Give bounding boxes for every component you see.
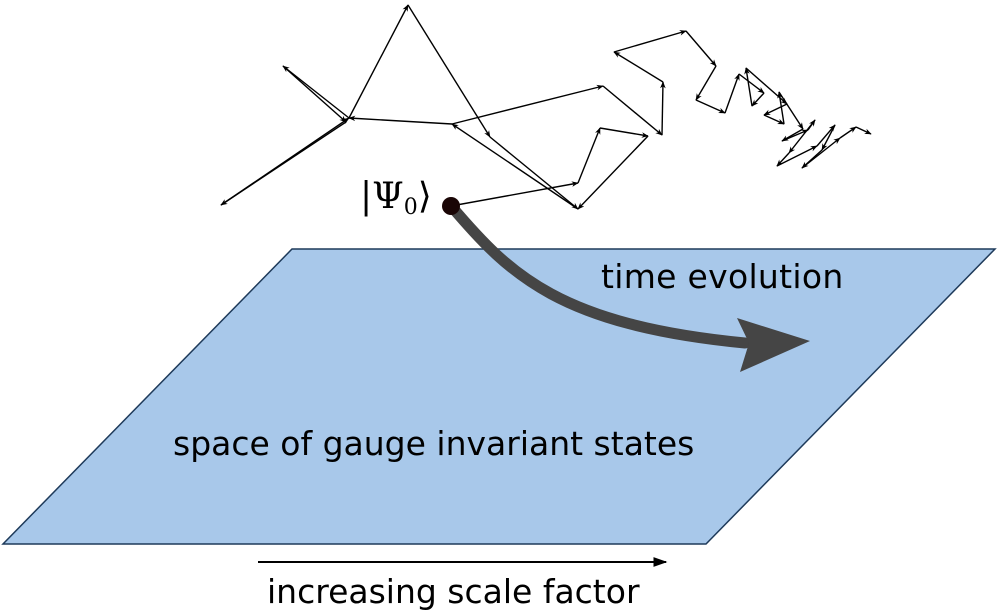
walk-step [777, 91, 785, 125]
walk-step [839, 126, 857, 139]
random-walk-path [220, 4, 872, 210]
walk-step [776, 145, 818, 167]
psi-subscript: 0 [403, 195, 418, 220]
walk-step [751, 92, 765, 107]
walk-step [660, 81, 666, 136]
time-evolution-label: time evolution [601, 257, 844, 296]
walk-step [451, 123, 579, 210]
time-evolution-arrow [446, 201, 751, 349]
walk-step [763, 103, 788, 116]
walk-step-left [348, 115, 453, 125]
walk-step [778, 91, 804, 130]
walk-step [763, 114, 785, 125]
walk-step [788, 119, 816, 154]
walk-step [613, 30, 687, 53]
walk-step-left [348, 4, 409, 119]
walk-step [781, 129, 809, 142]
walk-step-left [489, 136, 579, 210]
walk-step [744, 67, 753, 107]
ket-close: ⟩ [417, 176, 432, 217]
plane-label: space of gauge invariant states [173, 424, 695, 463]
walk-step [745, 67, 788, 105]
walk-step [613, 51, 664, 83]
walk-step [450, 181, 579, 207]
walk-step-left [407, 4, 491, 138]
initial-state-label: |Ψ0⟩ [360, 176, 432, 220]
initial-state-point [442, 197, 460, 215]
walk-step-left [282, 65, 350, 119]
walk-step [599, 127, 649, 138]
time-evolution-arrowhead [737, 318, 810, 372]
psi-symbol: Ψ [372, 176, 404, 217]
ket-open: | [360, 176, 373, 217]
walk-step [602, 85, 663, 136]
walk-step [776, 152, 790, 167]
walk-step [451, 84, 604, 125]
walk-step [577, 127, 601, 184]
walk-step [577, 135, 649, 210]
walk-step [738, 73, 765, 94]
walk-step [855, 126, 872, 135]
scale-factor-label: increasing scale factor [267, 572, 640, 611]
gauge-invariant-plane [1, 248, 997, 545]
walk-step-left [282, 65, 347, 123]
walk-step [816, 124, 836, 147]
walk-step-left [220, 117, 350, 206]
walk-step [821, 124, 836, 151]
walk-step [695, 99, 726, 114]
walk-step [685, 30, 717, 67]
walk-step [801, 137, 841, 169]
walk-step [724, 73, 740, 114]
walk-step [695, 65, 717, 101]
